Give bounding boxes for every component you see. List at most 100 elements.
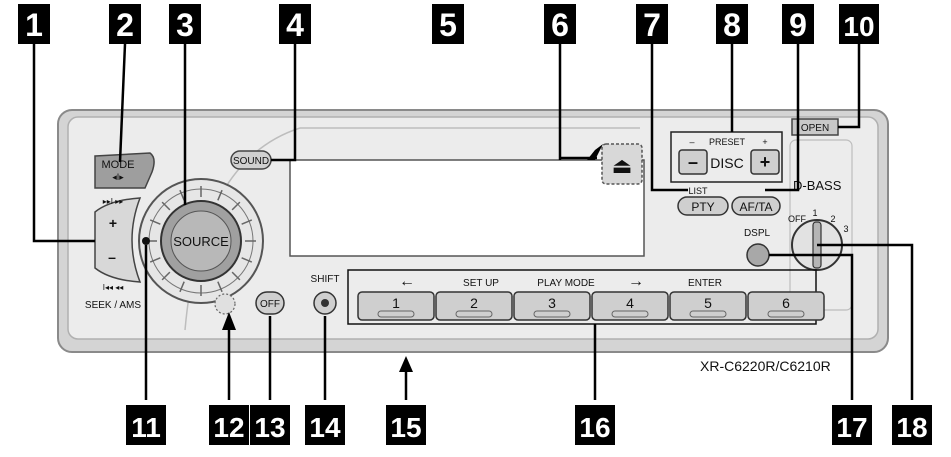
afta-button[interactable]: AF/TA — [731, 196, 781, 216]
dial-tick — [231, 201, 241, 211]
callout-number: 7 — [643, 7, 661, 43]
source-button-label: SOURCE — [173, 234, 229, 249]
dspl-button[interactable] — [746, 243, 770, 267]
seek-ams-rocker[interactable]: + – — [94, 197, 142, 283]
dial-position-1: 1 — [812, 208, 817, 218]
callout-number: 9 — [789, 7, 807, 43]
dial-tick — [241, 257, 253, 263]
preset-function-label: SET UP — [463, 278, 499, 289]
callout-number: 2 — [116, 7, 134, 43]
callout-badge-1: 1 — [18, 4, 50, 44]
preset-button-label: 5 — [704, 295, 712, 311]
dbass-label: D-BASS — [793, 178, 842, 193]
dial-pointer-dot — [142, 237, 150, 245]
callout-number: 12 — [213, 412, 244, 443]
preset-disc-frame — [670, 131, 783, 183]
leader-arrowheads — [222, 144, 603, 372]
afta-button-label: AF/TA — [739, 200, 772, 214]
preset-button-5[interactable]: 5 — [669, 291, 747, 321]
preset-function-label: → — [628, 273, 644, 290]
seek-next-icon: ▸▸I ▸▸ — [103, 197, 124, 206]
callout-number: 1 — [25, 7, 43, 43]
pty-button-label: PTY — [691, 200, 714, 214]
dial-position-3: 3 — [843, 224, 848, 234]
callout-number: 18 — [896, 412, 927, 443]
callout-badge-11: 11 — [126, 405, 166, 445]
preset-function-label: ← — [399, 273, 415, 290]
seek-plus-glyph: + — [109, 215, 117, 231]
preset-label: PRESET — [709, 137, 746, 147]
preset-function-label: PLAY MODE — [537, 278, 595, 289]
preset-plus-mark: + — [762, 137, 767, 147]
disc-plus-button[interactable]: + — [750, 149, 780, 175]
callout-badge-16: 16 — [575, 405, 615, 445]
mode-button-sub: ◂I▸ — [112, 172, 124, 182]
preset-minus-mark: – — [689, 137, 694, 147]
disc-plus-glyph: + — [760, 152, 771, 172]
callout-badge-12: 12 — [209, 405, 249, 445]
display-window — [289, 159, 645, 257]
disc-minus-button[interactable]: – — [678, 149, 708, 175]
callout-number: 16 — [579, 412, 610, 443]
callout-badge-17: 17 — [832, 405, 872, 445]
leader-lines — [32, 43, 914, 400]
callout-badge-2: 2 — [109, 4, 141, 44]
dial-tick — [149, 219, 161, 225]
dial-position-2: 2 — [830, 214, 835, 224]
callout-badge-6: 6 — [544, 4, 576, 44]
callout-badge-15: 15 — [386, 405, 426, 445]
dial-tick — [241, 219, 253, 225]
callout-number: 4 — [286, 7, 304, 43]
callout-badge-3: 3 — [169, 4, 201, 44]
callout-number: 17 — [836, 412, 867, 443]
shift-label: SHIFT — [311, 274, 340, 285]
preset-button-4[interactable]: 4 — [591, 291, 669, 321]
model-name: XR-C6220R/C6210R — [700, 358, 831, 374]
dial-tick — [217, 281, 223, 293]
callout-number: 15 — [390, 412, 421, 443]
dial-tick — [179, 189, 185, 201]
dial-position-off: OFF — [788, 214, 806, 224]
disc-minus-glyph: – — [688, 152, 698, 172]
preset-button-label: 6 — [782, 295, 790, 311]
seek-minus-glyph: – — [108, 249, 116, 265]
callout-badge-7: 7 — [636, 4, 668, 44]
dial-tick — [231, 271, 241, 281]
mode-button-label: MODE — [102, 159, 135, 171]
sound-button-label: SOUND — [233, 156, 269, 167]
preset-button-3[interactable]: 3 — [513, 291, 591, 321]
callout-badge-18: 18 — [892, 405, 932, 445]
callout-badge-4: 4 — [279, 4, 311, 44]
seek-ams-label: SEEK / AMS — [85, 300, 141, 311]
preset-button-2[interactable]: 2 — [435, 291, 513, 321]
preset-button-label: 1 — [392, 295, 400, 311]
shift-button[interactable] — [313, 291, 337, 315]
preset-button-6[interactable]: 6 — [747, 291, 825, 321]
dial-tick — [161, 201, 171, 211]
callout-number: 3 — [176, 7, 194, 43]
off-button-label: OFF — [260, 299, 280, 310]
eject-icon: ⏏ — [612, 153, 633, 178]
preset-button-label: 4 — [626, 295, 634, 311]
dial-tick — [217, 189, 223, 201]
dial-tick — [149, 257, 161, 263]
callout-badge-14: 14 — [305, 405, 345, 445]
callout-badge-9: 9 — [782, 4, 814, 44]
callout-badge-13: 13 — [250, 405, 290, 445]
callout-number: 8 — [723, 7, 741, 43]
eject-button[interactable]: ⏏ — [601, 143, 643, 185]
preset-button-1[interactable]: 1 — [357, 291, 435, 321]
callout-number: 5 — [439, 7, 457, 43]
mode-button[interactable]: MODE ◂I▸ — [94, 152, 155, 189]
callout-number: 6 — [551, 7, 569, 43]
dial-tick — [179, 281, 185, 293]
sound-button[interactable]: SOUND — [230, 150, 272, 170]
pty-button[interactable]: PTY — [677, 196, 729, 216]
seek-prev-icon: I◂◂ ◂◂ — [103, 283, 124, 292]
source-button[interactable]: SOURCE — [160, 200, 242, 282]
off-button[interactable]: OFF — [255, 291, 285, 315]
preset-button-label: 2 — [470, 295, 478, 311]
disc-label: DISC — [710, 155, 743, 171]
callout-number: 13 — [254, 412, 285, 443]
